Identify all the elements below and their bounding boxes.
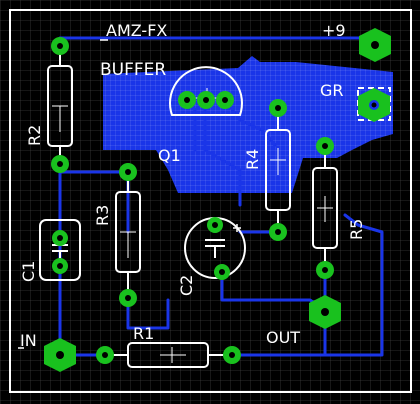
label-c1: C1 xyxy=(19,261,38,282)
label-c2: C2 xyxy=(177,275,196,296)
label-input: IN xyxy=(20,331,37,350)
drill-holes xyxy=(56,41,379,359)
pads xyxy=(51,37,334,364)
board-outline xyxy=(9,9,412,393)
q1-body xyxy=(169,66,243,116)
label-r4: R4 xyxy=(243,149,262,170)
label-output: OUT xyxy=(266,328,300,347)
trace-q1-collector xyxy=(223,98,277,147)
board-title: AMZ-FX xyxy=(106,21,167,40)
label-supply: +9 xyxy=(322,21,346,40)
trace-ground-return xyxy=(323,213,384,357)
label-ground: GR xyxy=(320,81,344,100)
c1-body xyxy=(39,219,81,281)
label-r3: R3 xyxy=(93,205,112,226)
label-r5: R5 xyxy=(347,219,366,240)
label-r1: R1 xyxy=(133,324,154,343)
label-q1: Q1 xyxy=(158,146,181,165)
board-subtitle: BUFFER xyxy=(100,60,166,80)
trace-r3-bottom xyxy=(126,296,170,330)
label-r2: R2 xyxy=(25,125,44,146)
trace-q1-emitter xyxy=(203,98,242,207)
